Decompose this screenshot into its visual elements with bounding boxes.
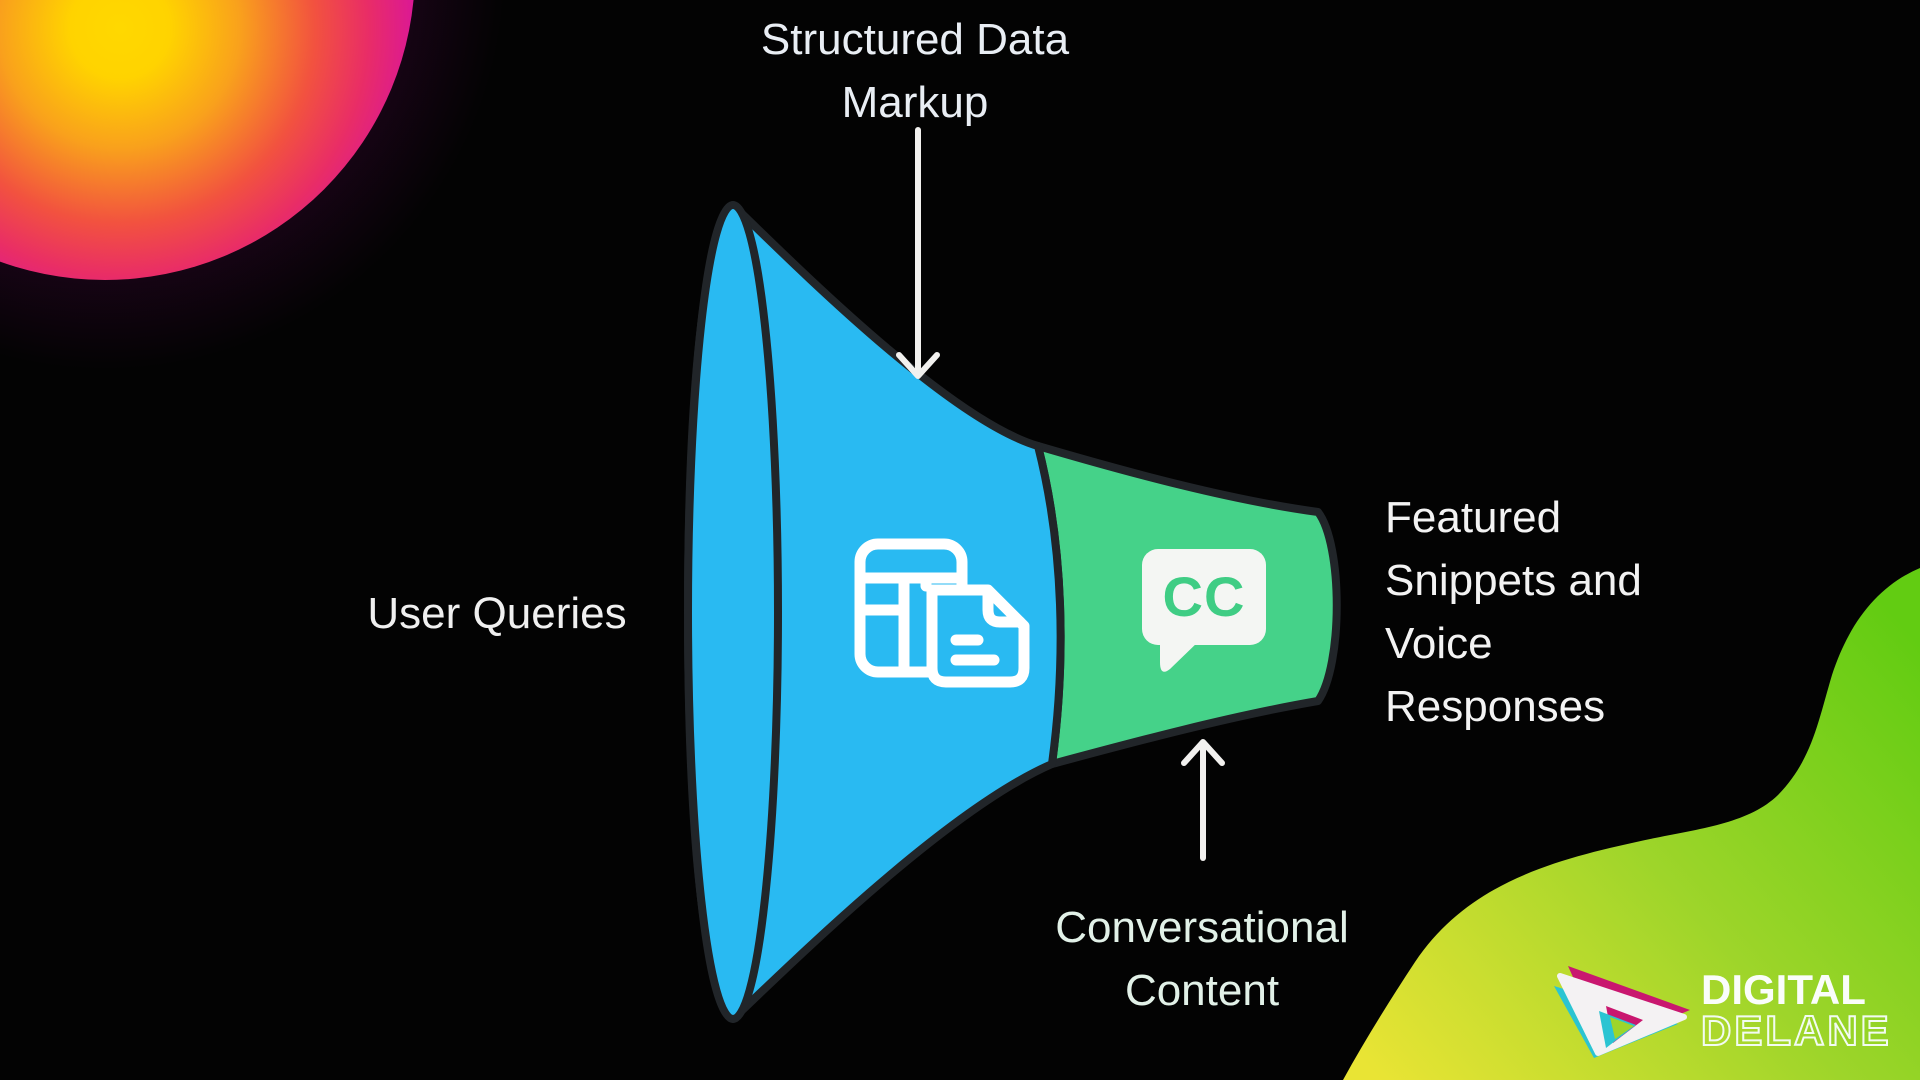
closed-caption-icon: CC xyxy=(1142,549,1266,672)
arrow-up xyxy=(1181,739,1225,861)
label-featured-snippets: Featured Snippets and Voice Responses xyxy=(1385,493,1642,731)
logo-text-delane: DELANE xyxy=(1700,1007,1892,1054)
label-user-queries: User Queries xyxy=(367,589,627,638)
cc-icon-label: CC xyxy=(1163,565,1246,628)
funnel-mouth xyxy=(684,201,782,1023)
corner-blob xyxy=(1343,568,1920,1080)
logo-plane-icon xyxy=(1554,966,1690,1058)
arrow-down xyxy=(896,127,940,379)
title-structured-data-markup: Structured Data Markup xyxy=(760,15,1070,127)
logo-text-digital: DIGITAL xyxy=(1701,966,1866,1013)
label-conversational-content: Conversational Content xyxy=(1055,903,1349,1015)
structured-data-icon xyxy=(854,538,1030,688)
